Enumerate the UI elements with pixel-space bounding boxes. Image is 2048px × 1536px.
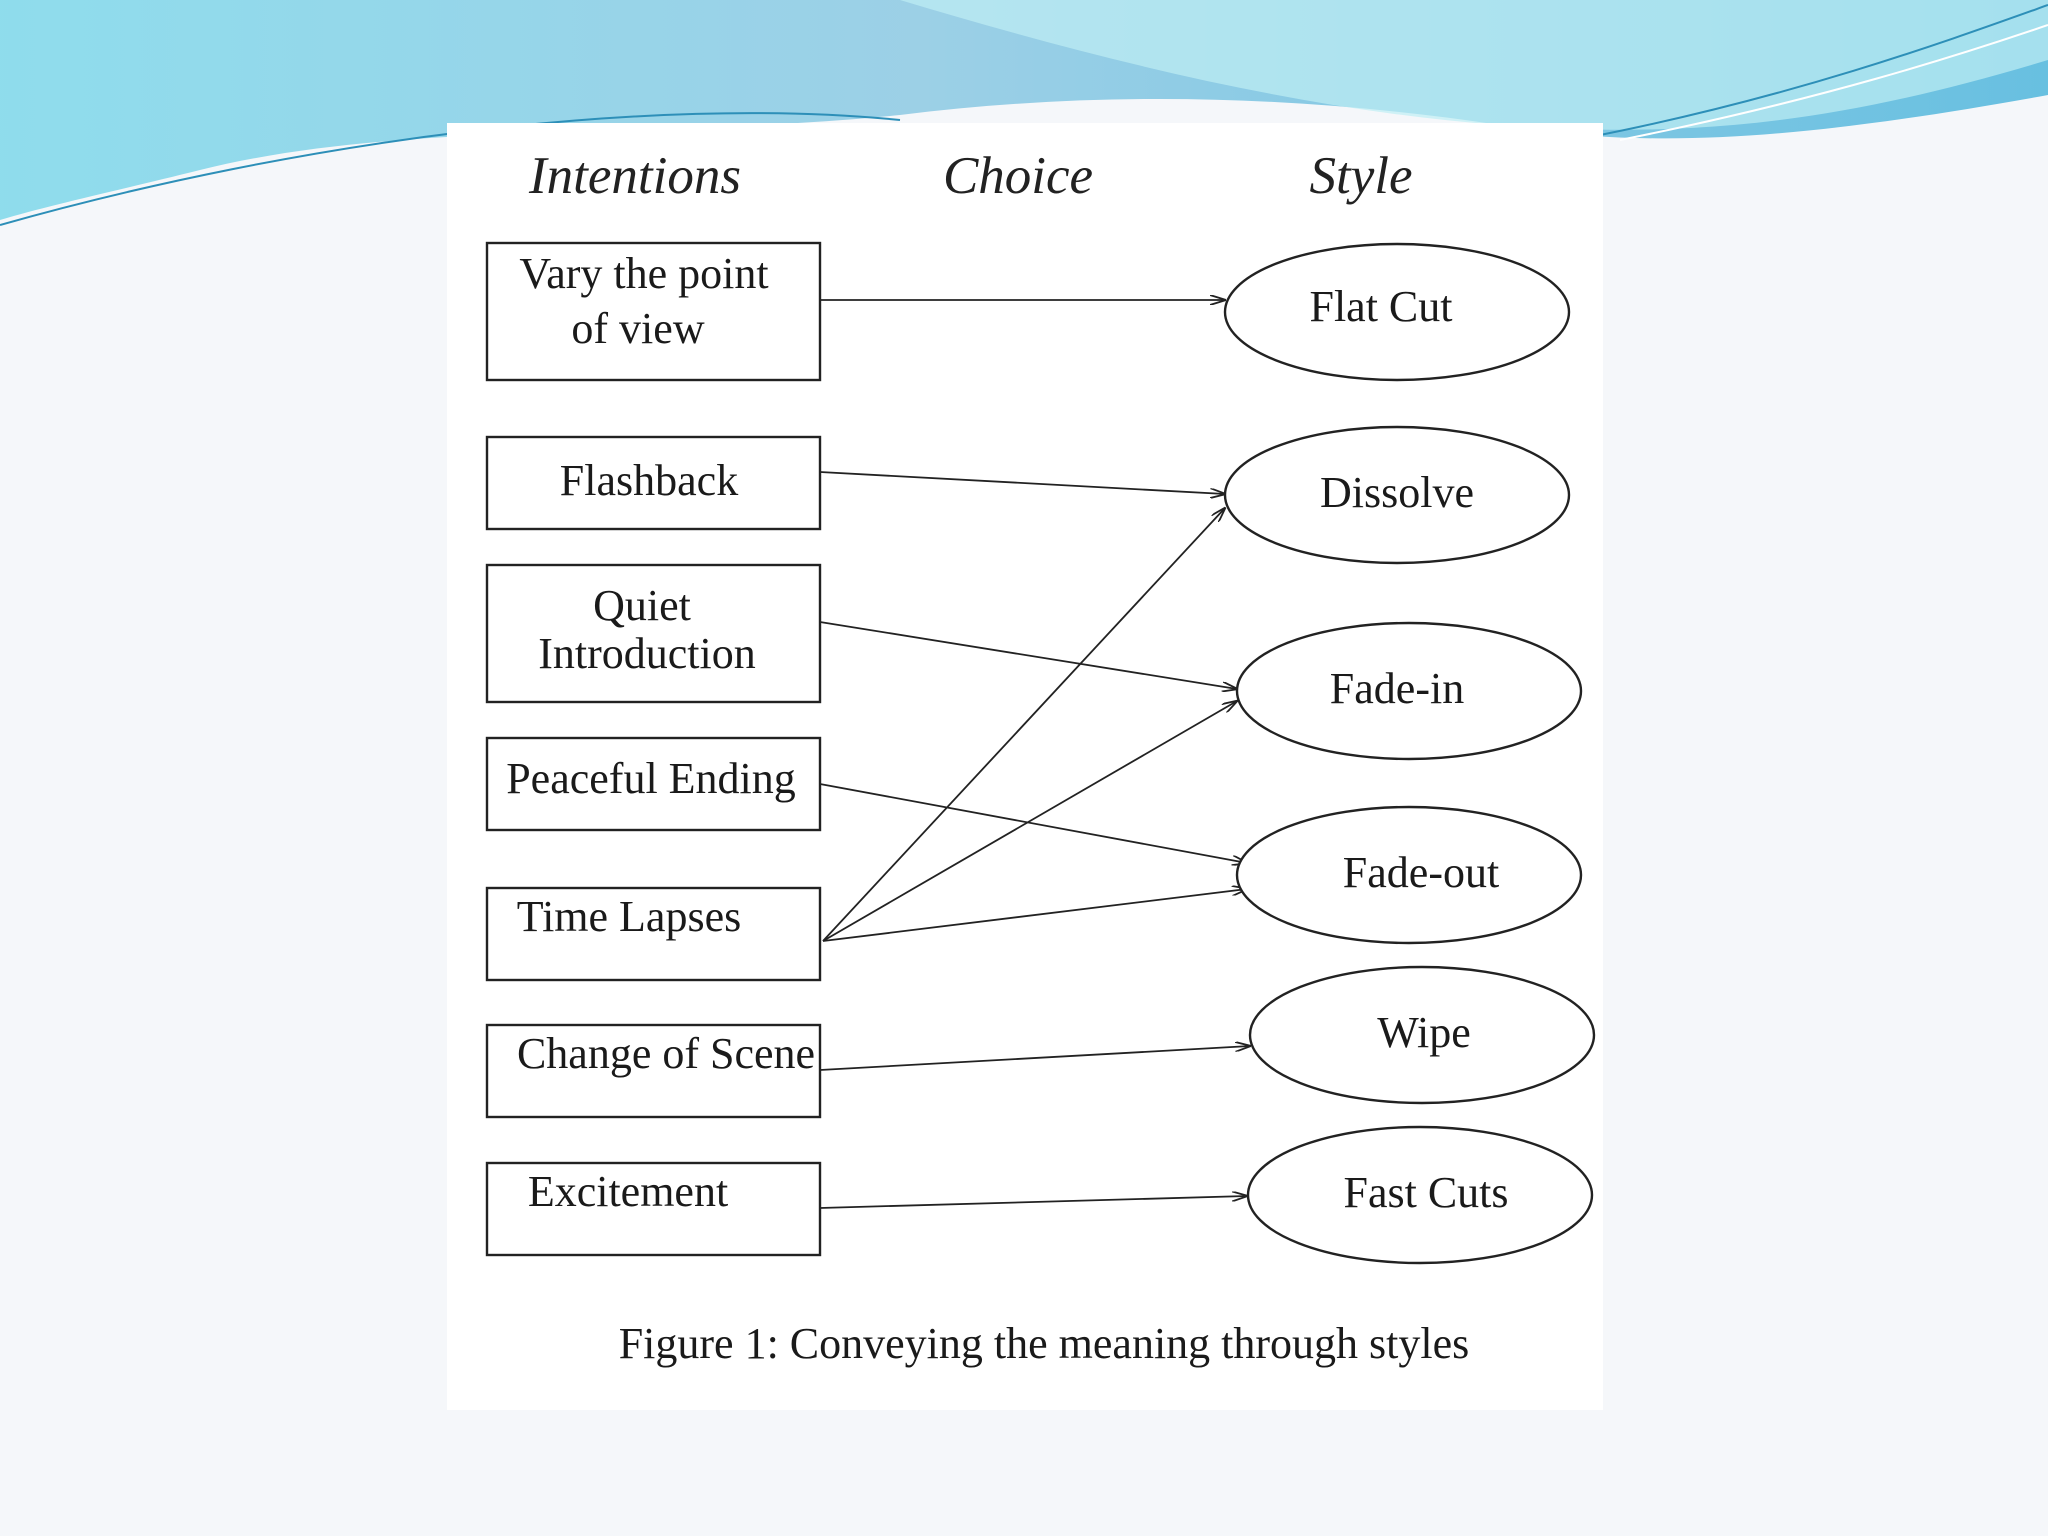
intention-box xyxy=(485,435,822,531)
intention-box xyxy=(485,1023,822,1119)
style-label: Fade-out xyxy=(1343,848,1499,897)
intention-label-line: Excitement xyxy=(528,1167,728,1216)
intention-quiet-introduction: Quiet Introduction xyxy=(485,563,822,704)
style-label: Fast Cuts xyxy=(1343,1168,1508,1217)
style-flat-cut: Flat Cut xyxy=(1223,242,1571,382)
intention-label-line: of view xyxy=(571,304,704,353)
intention-box xyxy=(485,1161,822,1257)
intention-label-line: Change of Scene xyxy=(517,1029,815,1078)
intention-excitement: Excitement xyxy=(485,1161,822,1257)
intention-label-line: Vary the point xyxy=(519,249,768,298)
edge-timelapses-to-fadein xyxy=(822,701,1237,942)
intention-peaceful-ending: Peaceful Ending xyxy=(485,736,822,832)
intention-time-lapses: Time Lapses xyxy=(485,886,822,982)
style-ellipse xyxy=(1248,965,1596,1105)
edge-scene-to-wipe xyxy=(819,1046,1250,1071)
style-fade-out: Fade-out xyxy=(1235,805,1583,945)
edges xyxy=(819,300,1250,1209)
edge-timelapses-to-dissolve xyxy=(822,508,1225,942)
intention-label-line: Quiet xyxy=(593,581,691,630)
style-ellipse xyxy=(1223,242,1571,382)
style-label: Fade-in xyxy=(1330,664,1464,713)
style-wipe: Wipe xyxy=(1248,965,1596,1105)
intention-flashback: Flashback xyxy=(485,435,822,531)
style-ellipse xyxy=(1235,621,1583,761)
edge-flashback-to-dissolve xyxy=(819,471,1225,494)
edge-quiet-to-fadein xyxy=(819,621,1237,689)
style-dissolve: Dissolve xyxy=(1223,425,1571,565)
intention-box xyxy=(485,563,822,704)
figure-caption: Figure 1: Conveying the meaning through … xyxy=(619,1319,1470,1368)
intention-label-line: Peaceful Ending xyxy=(506,754,796,803)
style-label: Wipe xyxy=(1377,1008,1471,1057)
edge-timelapses-to-fadeout xyxy=(822,889,1247,942)
edge-peaceful-to-fadeout xyxy=(819,783,1247,863)
header-intentions: Intentions xyxy=(528,147,741,205)
intention-box xyxy=(485,241,822,382)
intention-box xyxy=(485,736,822,832)
figure-panel: Intentions Choice Style Vary the point o… xyxy=(447,123,1603,1410)
header-style: Style xyxy=(1310,147,1413,205)
style-label: Dissolve xyxy=(1320,468,1474,517)
intention-box xyxy=(485,886,822,982)
style-fade-in: Fade-in xyxy=(1235,621,1583,761)
style-ellipse xyxy=(1223,425,1571,565)
style-fast-cuts: Fast Cuts xyxy=(1246,1125,1594,1265)
style-ellipse xyxy=(1246,1125,1594,1265)
intention-label-line: Flashback xyxy=(560,456,738,505)
header-choice: Choice xyxy=(943,147,1093,205)
style-label: Flat Cut xyxy=(1309,282,1452,331)
intention-change-of-scene: Change of Scene xyxy=(485,1023,822,1119)
intention-vary: Vary the point of view xyxy=(485,241,822,382)
intentions-style-diagram: Intentions Choice Style Vary the point o… xyxy=(485,147,1596,1368)
intention-label-line: Time Lapses xyxy=(517,892,742,941)
intention-label-line: Introduction xyxy=(538,629,756,678)
style-ellipse xyxy=(1235,805,1583,945)
edge-excitement-to-fastcuts xyxy=(819,1196,1247,1209)
